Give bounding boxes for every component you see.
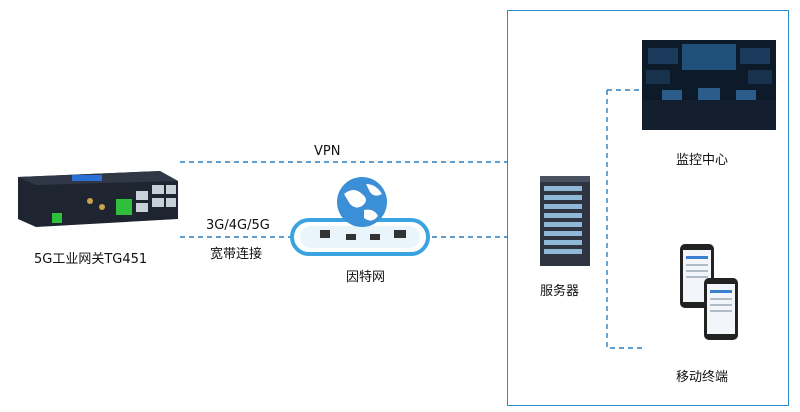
internet-label: 因特网	[346, 270, 386, 285]
broadband-label: 宽带连接	[210, 247, 263, 262]
mobile-terminal-label: 移动终端	[676, 370, 729, 385]
server-side-frame	[507, 10, 789, 406]
mobile-phone-icon	[680, 244, 738, 340]
gateway-device-icon	[18, 171, 178, 227]
server-rack-icon	[540, 176, 590, 266]
cellular-label: 3G/4G/5G	[206, 218, 270, 233]
server-label: 服务器	[540, 284, 580, 299]
monitor-center-label: 监控中心	[676, 153, 729, 168]
internet-cloud-icon	[290, 177, 430, 256]
gateway-label: 5G工业网关TG451	[34, 252, 148, 267]
vpn-label: VPN	[314, 144, 341, 159]
monitor-center-image	[642, 40, 776, 130]
server-branch-line	[606, 90, 642, 349]
